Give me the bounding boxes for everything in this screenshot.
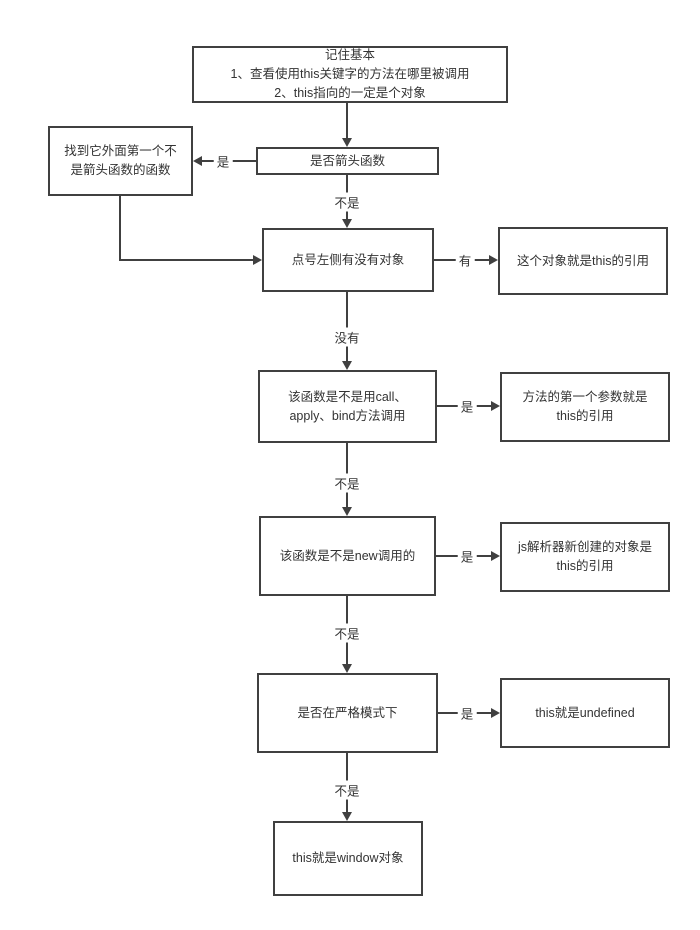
edge-label-yes-3: 是: [457, 546, 477, 566]
edge-call-param-arrowhead: [491, 401, 500, 411]
node-is-new-call-text: 该函数是不是new调用的: [279, 548, 416, 563]
node-is-arrow-fn: 是否箭头函数: [256, 147, 439, 175]
node-dot-left-object-text: 点号左侧有没有对象: [291, 252, 405, 267]
node-new-object-is-this-text-2: this的引用: [556, 559, 614, 573]
node-call-apply-bind-text-1: 该函数是不是用call、: [288, 389, 407, 404]
edge-label-none: 没有: [331, 327, 363, 347]
node-first-param-is-this: 方法的第一个参数就是 this的引用: [500, 372, 670, 442]
node-first-param-is-this-text-2: this的引用: [556, 409, 614, 423]
node-is-new-call: 该函数是不是new调用的: [259, 516, 436, 596]
node-this-undefined-text: this就是undefined: [535, 705, 635, 720]
edge-label-has: 有: [455, 250, 475, 270]
edge-label-yes-2: 是: [457, 396, 477, 416]
edge-label-no-3: 不是: [331, 623, 363, 643]
node-call-apply-bind-text-2: apply、bind方法调用: [289, 408, 406, 423]
edge-findouter-dot-hline: [119, 259, 253, 261]
edge-new-newobj-arrowhead: [491, 551, 500, 561]
edge-label-yes-4: 是: [457, 703, 477, 723]
edge-start-isarrow-line: [346, 103, 348, 138]
node-find-outer-fn-text-1: 找到它外面第一个不: [64, 144, 177, 159]
edge-strict-undefined-arrowhead: [491, 708, 500, 718]
node-new-object-is-this: js解析器新创建的对象是 this的引用: [500, 522, 670, 592]
node-this-window: this就是window对象: [273, 821, 423, 896]
node-find-outer-fn: 找到它外面第一个不 是箭头函数的函数: [48, 126, 193, 196]
edge-dot-call-arrowhead: [342, 361, 352, 370]
node-first-param-is-this-text-1: 方法的第一个参数就是: [522, 390, 648, 405]
edge-findouter-dot-arrowhead: [253, 255, 262, 265]
node-this-window-text: this就是window对象: [292, 851, 404, 866]
edge-label-no-2: 不是: [331, 473, 363, 493]
node-this-undefined: this就是undefined: [500, 678, 670, 748]
edge-isarrow-dot-arrowhead: [342, 219, 352, 228]
node-new-object-is-this-text-1: js解析器新创建的对象是: [517, 540, 653, 555]
edge-strict-window-arrowhead: [342, 812, 352, 821]
node-object-is-this-text: 这个对象就是this的引用: [517, 253, 649, 268]
edge-isarrow-findouter-arrowhead: [193, 156, 202, 166]
node-start: 记住基本 1、查看使用this关键字的方法在哪里被调用 2、this指向的一定是…: [192, 46, 508, 103]
node-start-text-2: 1、查看使用this关键字的方法在哪里被调用: [230, 67, 470, 82]
edge-label-yes-1: 是: [213, 151, 233, 171]
edge-findouter-dot-vline: [119, 196, 121, 259]
edge-dot-call-line: [346, 292, 348, 361]
node-call-apply-bind: 该函数是不是用call、 apply、bind方法调用: [258, 370, 437, 443]
node-find-outer-fn-text-2: 是箭头函数的函数: [70, 163, 171, 177]
edge-label-no-4: 不是: [331, 780, 363, 800]
node-object-is-this: 这个对象就是this的引用: [498, 227, 668, 295]
node-start-text-1: 记住基本: [324, 48, 375, 63]
node-is-strict-mode-text: 是否在严格模式下: [297, 705, 398, 720]
edge-call-new-arrowhead: [342, 507, 352, 516]
edge-start-isarrow-arrowhead: [342, 138, 352, 147]
edge-dot-object-arrowhead: [489, 255, 498, 265]
node-start-text-3: 2、this指向的一定是个对象: [274, 85, 426, 100]
node-is-strict-mode: 是否在严格模式下: [257, 673, 438, 753]
node-dot-left-object: 点号左侧有没有对象: [262, 228, 434, 292]
edge-new-strict-arrowhead: [342, 664, 352, 673]
edge-label-no-1: 不是: [331, 192, 363, 212]
node-is-arrow-fn-text: 是否箭头函数: [309, 153, 385, 168]
